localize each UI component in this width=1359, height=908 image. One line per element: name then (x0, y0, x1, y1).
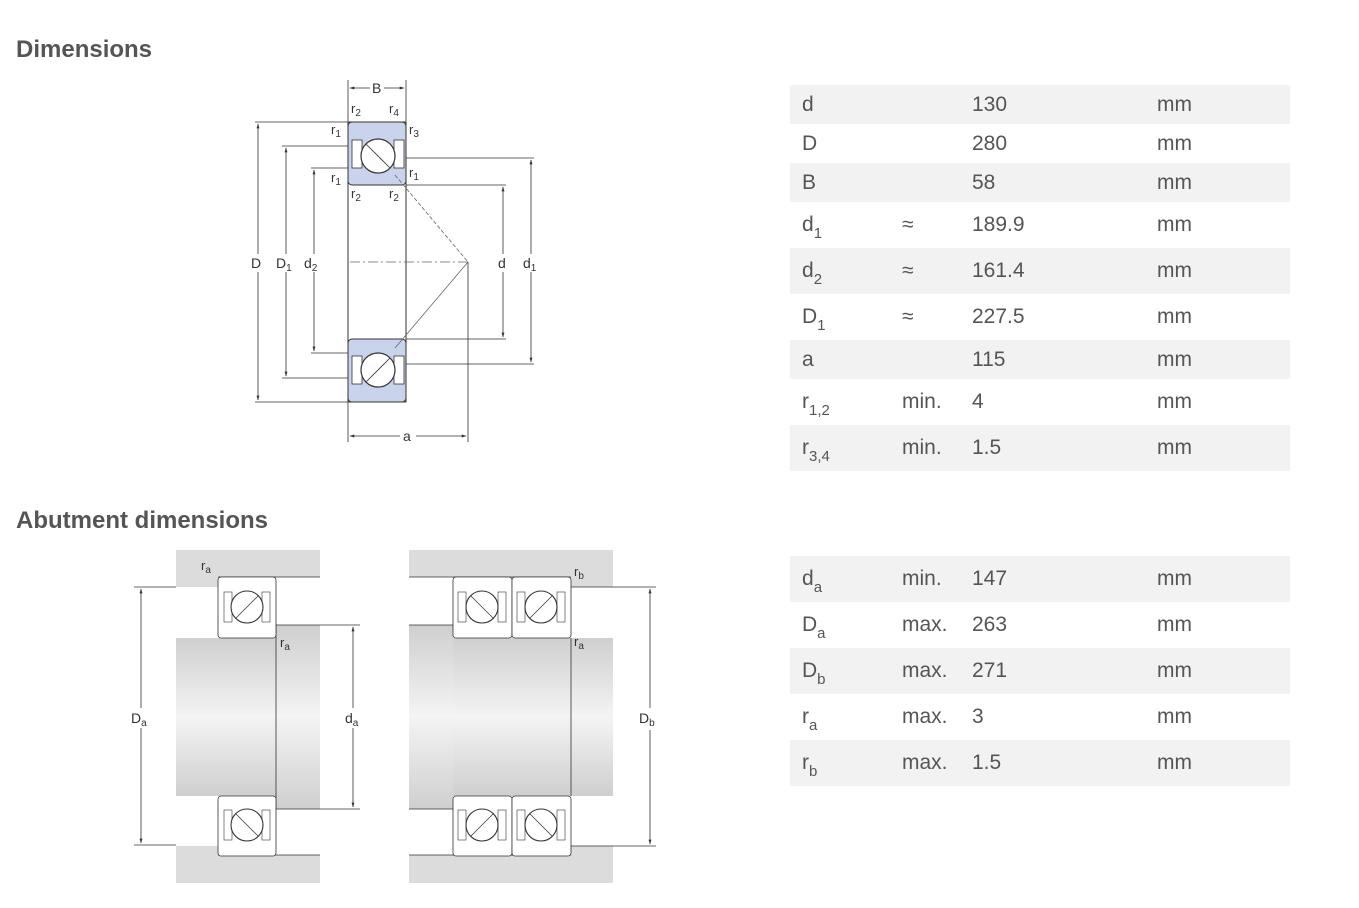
label-a: a (403, 428, 411, 444)
label-r2-bottom-left: r2 (351, 186, 361, 204)
label-r2-top: r2 (351, 101, 361, 119)
abutment-diagram-single: Da da ra ra (128, 550, 366, 883)
table-row: D1 ≈ 227.5 mm (802, 305, 1192, 334)
label-D1: D1 (276, 255, 292, 274)
label-da: da (345, 710, 359, 729)
table-row: Da max. 263 mm (802, 613, 1192, 642)
bearing-dimensions-diagram: B a D D1 d2 d d1 r2 r4 r1 r3 r1 r1 r2 r2 (250, 80, 542, 444)
label-d1: d1 (523, 255, 537, 274)
table-row: B 58 mm (790, 163, 1290, 202)
label-Da: Da (131, 710, 147, 729)
label-r2-bottom-right: r2 (389, 186, 399, 204)
table-row: r1,2 min. 4 mm (802, 390, 1192, 419)
label-r1-top: r1 (331, 122, 341, 140)
table-row: d 130 mm (790, 85, 1290, 124)
label-B: B (372, 80, 381, 96)
label-ra-shaft: ra (280, 635, 290, 653)
label-r3: r3 (409, 122, 419, 140)
table-row: d1 ≈ 189.9 mm (802, 213, 1192, 242)
table-row: d2 ≈ 161.4 mm (790, 248, 1290, 294)
dimensions-table: d 130 mm D 280 mm B 58 mm d1 ≈ 189.9 mm … (790, 85, 1290, 471)
table-row: ra max. 3 mm (802, 705, 1192, 734)
table-row: r3,4 min. 1.5 mm (790, 425, 1290, 471)
abutment-diagram-paired: Db rb ra (409, 550, 662, 883)
label-d: d (498, 255, 506, 271)
label-ra-top: ra (201, 558, 211, 576)
dimensions-heading: Dimensions (16, 36, 153, 63)
label-r1-left: r1 (331, 170, 341, 188)
label-r4: r4 (389, 101, 399, 119)
label-Db: Db (639, 710, 655, 729)
table-row: Db max. 271 mm (790, 648, 1290, 694)
abutment-table: da min. 147 mm Da max. 263 mm Db max. 27… (790, 556, 1290, 786)
table-row: rb max. 1.5 mm (790, 740, 1290, 786)
table-row: D 280 mm (802, 131, 1192, 155)
label-d2: d2 (304, 255, 318, 274)
label-r1-right: r1 (409, 165, 419, 183)
abutment-heading: Abutment dimensions (16, 507, 269, 534)
label-rb: rb (574, 564, 584, 582)
table-row: da min. 147 mm (790, 556, 1290, 602)
table-row: a 115 mm (790, 340, 1290, 379)
label-ra-paired: ra (574, 634, 584, 652)
label-D: D (251, 255, 261, 271)
